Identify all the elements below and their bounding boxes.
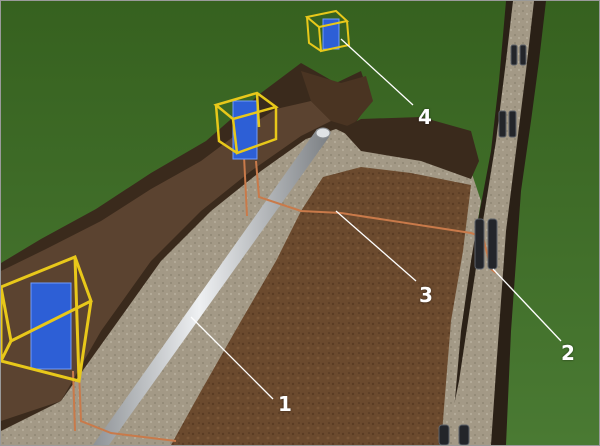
test-station-large bbox=[1, 255, 93, 383]
callout-label-2: 2 bbox=[561, 341, 575, 365]
callout-label-3: 3 bbox=[419, 283, 433, 307]
test-station-small bbox=[304, 9, 351, 53]
back-trench-wall bbox=[301, 71, 373, 127]
leader-3 bbox=[335, 210, 417, 282]
main-pipe bbox=[93, 127, 331, 445]
callout-label-4: 4 bbox=[418, 105, 432, 129]
leader-4 bbox=[340, 38, 414, 106]
callout-label-1: 1 bbox=[278, 392, 292, 416]
soil-backfill bbox=[171, 167, 471, 445]
leader-1 bbox=[190, 316, 274, 400]
test-station-medium bbox=[213, 91, 279, 160]
callout-leaders bbox=[190, 38, 562, 400]
anode-pair bbox=[438, 44, 527, 445]
back-right-wall bbox=[341, 117, 479, 179]
leader-2 bbox=[492, 268, 562, 342]
